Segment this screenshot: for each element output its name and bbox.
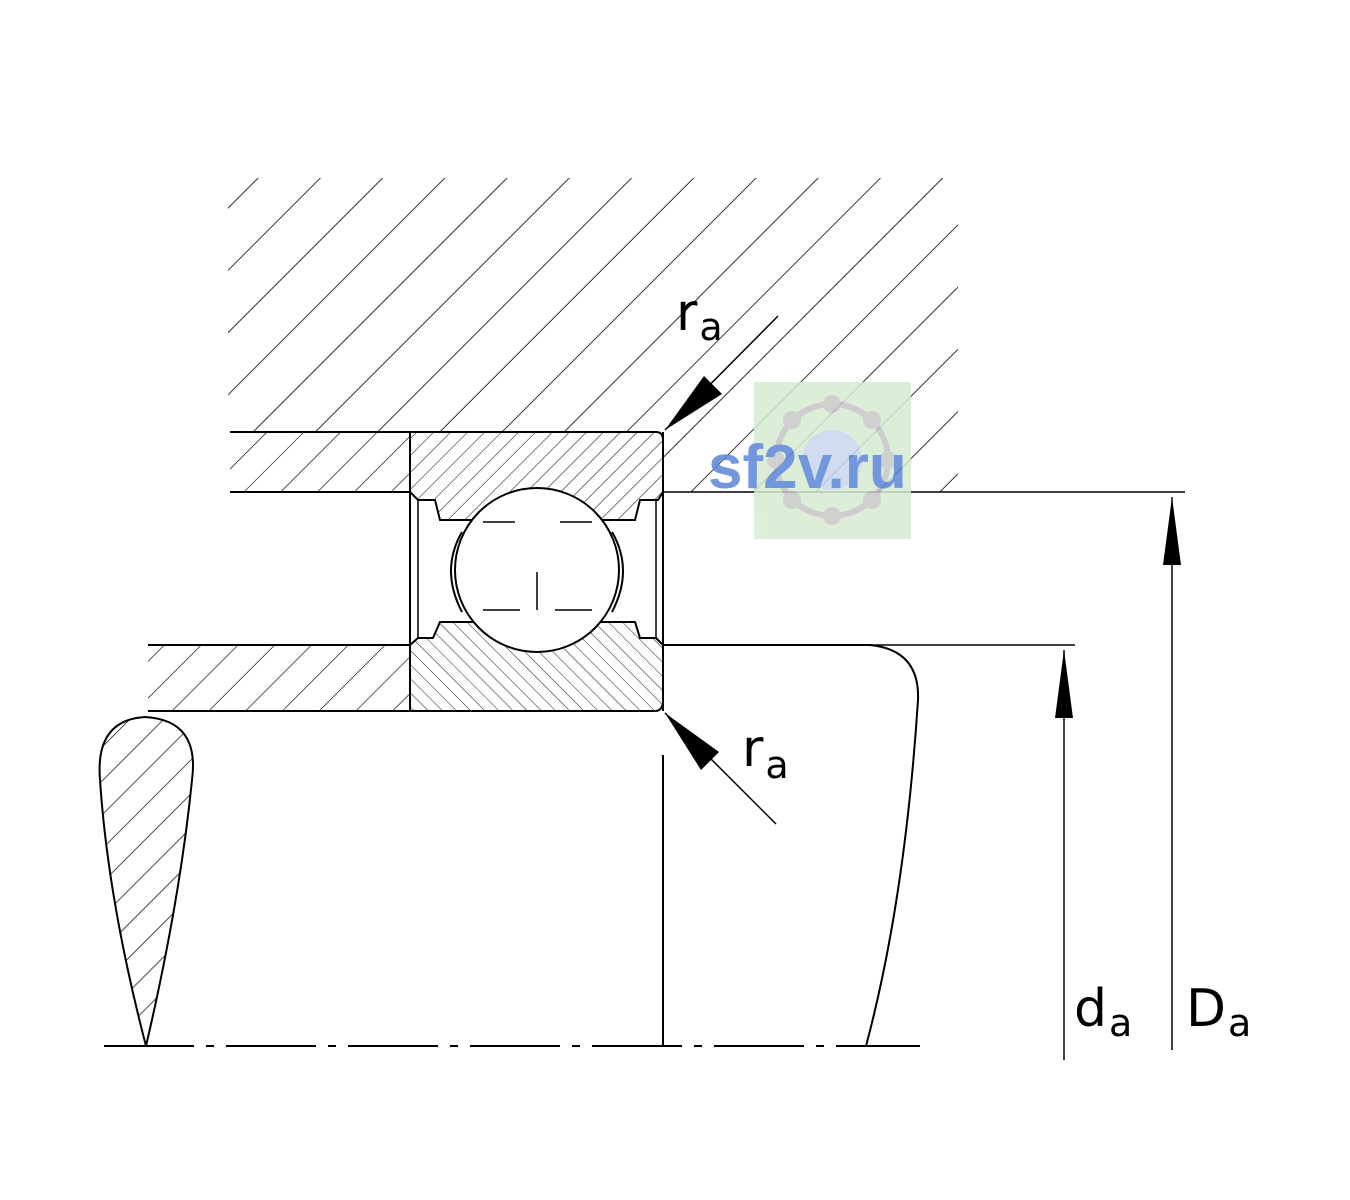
- watermark-ball: [823, 507, 841, 525]
- shaft-shoulder: [148, 644, 410, 712]
- watermark: sf2v.ru: [708, 382, 911, 539]
- watermark-text: sf2v.ru: [708, 433, 907, 502]
- housing-shoulder: [230, 431, 410, 493]
- watermark-ball: [863, 411, 881, 429]
- Da-dimension: [1163, 497, 1181, 1050]
- watermark-ball: [879, 451, 897, 469]
- ra-top-leader: [664, 315, 779, 431]
- Da-label: Da: [1186, 979, 1251, 1045]
- watermark-ball: [767, 451, 785, 469]
- da-dimension: [1055, 650, 1073, 1060]
- watermark-ball: [863, 491, 881, 509]
- ra-bottom-label: ra: [742, 719, 789, 787]
- da-label: da: [1074, 979, 1132, 1045]
- ra-top-label: ra: [676, 283, 723, 349]
- watermark-ball: [783, 411, 801, 429]
- bearing-sides: [409, 432, 664, 711]
- ra-bottom-leader: [664, 712, 777, 825]
- rolling-ball: [450, 487, 624, 653]
- watermark-ball: [823, 395, 841, 413]
- reference-lines: [663, 491, 1185, 646]
- shaft-section-teardrop: [98, 715, 194, 1047]
- shaft-profile: [663, 644, 920, 1047]
- watermark-ball: [783, 491, 801, 509]
